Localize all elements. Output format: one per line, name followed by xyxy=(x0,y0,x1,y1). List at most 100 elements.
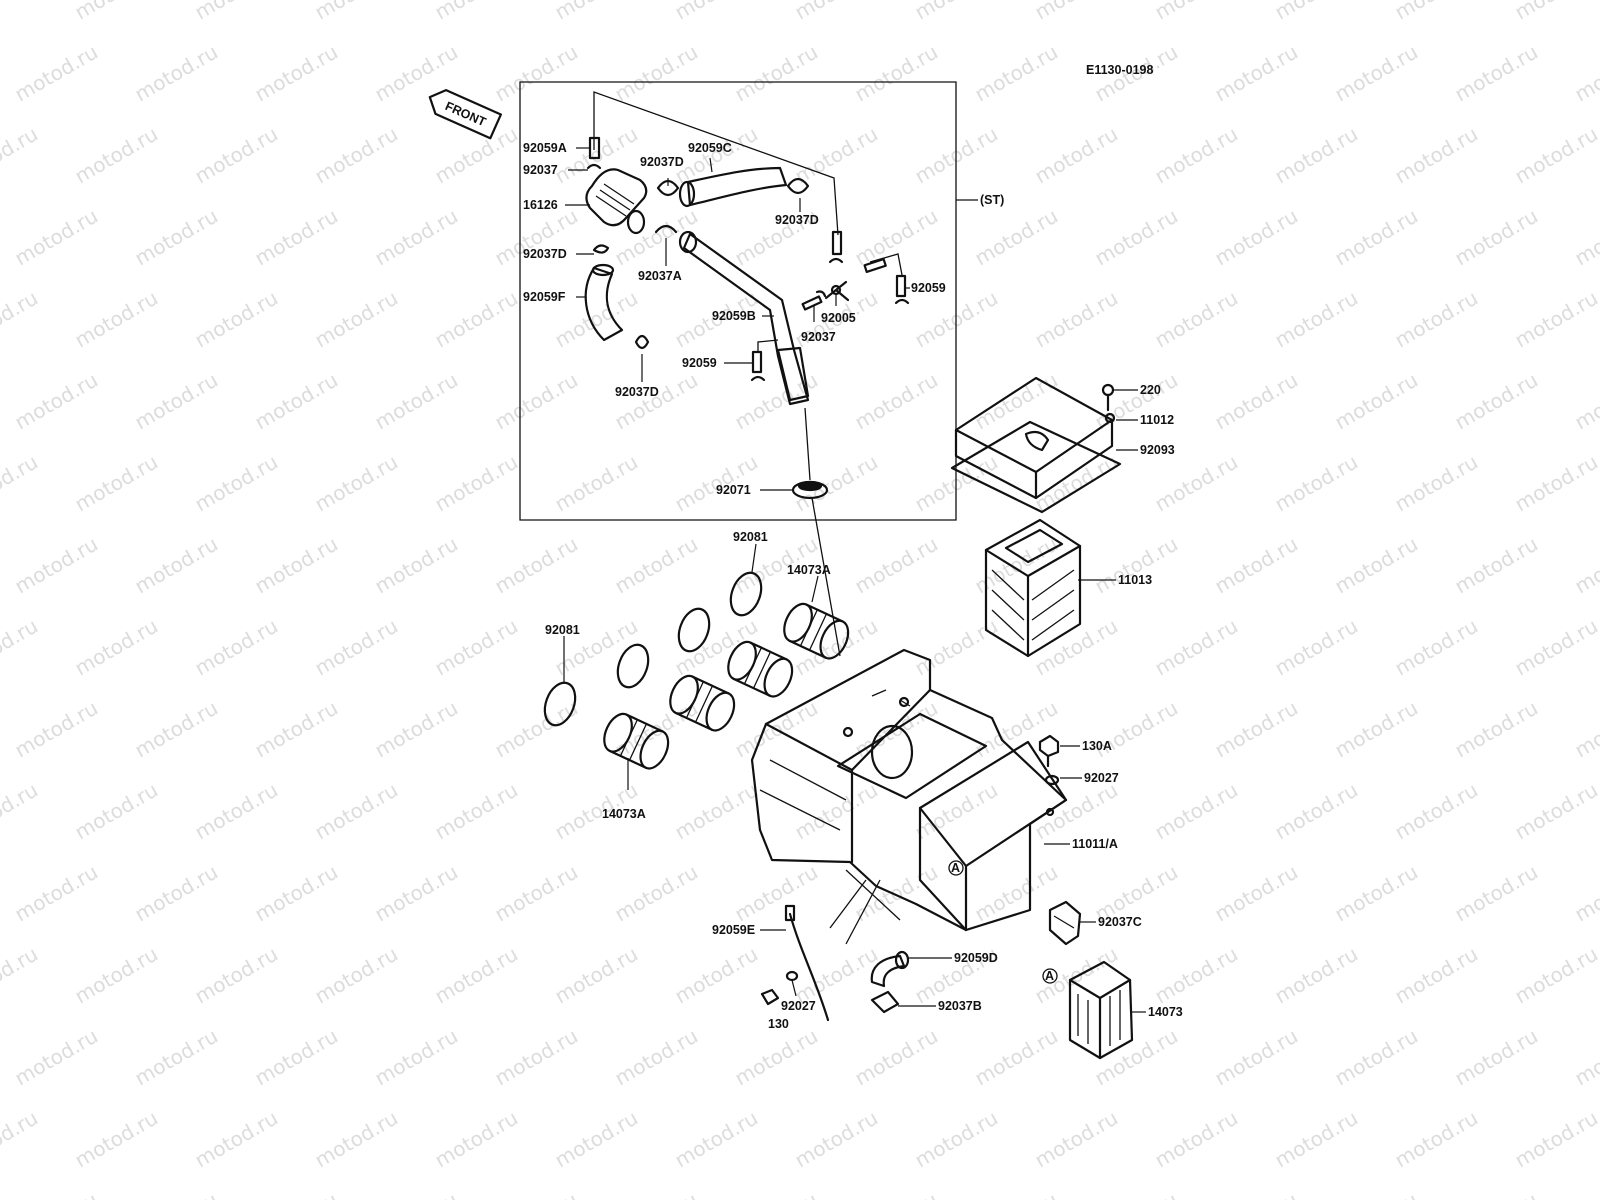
watermark-text: motod.ru xyxy=(1151,1106,1242,1173)
clip-small-a xyxy=(828,257,844,264)
watermark-text: motod.ru xyxy=(1271,286,1362,353)
watermark-text: motod.ru xyxy=(971,1188,1062,1200)
bolt-130 xyxy=(760,988,780,1006)
clip-92037D-c xyxy=(592,244,610,254)
watermark-text: motod.ru xyxy=(1391,0,1482,24)
label-92081-top: 92081 xyxy=(733,530,768,544)
watermark-text: motod.ru xyxy=(71,122,162,189)
watermark-text: motod.ru xyxy=(1091,204,1182,271)
watermark-text: motod.ru xyxy=(311,450,402,517)
watermark-text: motod.ru xyxy=(791,778,882,845)
watermark-text: motod.ru xyxy=(851,368,942,435)
watermark-text: motod.ru xyxy=(431,942,522,1009)
watermark-text: motod.ru xyxy=(551,1106,642,1173)
watermark-text: motod.ru xyxy=(1451,1188,1542,1200)
watermark-text: motod.ru xyxy=(431,778,522,845)
duct-14073 xyxy=(1068,960,1134,1060)
watermark-text: motod.ru xyxy=(191,450,282,517)
watermark-text: motod.ru xyxy=(11,40,102,107)
watermark-text: motod.ru xyxy=(1571,368,1600,435)
circle-a-mark-duct xyxy=(1042,968,1058,984)
watermark-text: motod.ru xyxy=(251,1188,342,1200)
watermark-text: motod.ru xyxy=(671,614,762,681)
watermark-text: motod.ru xyxy=(611,532,702,599)
watermark-text: motod.ru xyxy=(1271,942,1362,1009)
watermark-text: motod.ru xyxy=(0,614,42,681)
watermark-text: motod.ru xyxy=(1211,368,1302,435)
label-92059C: 92059C xyxy=(688,141,732,155)
watermark-text: motod.ru xyxy=(191,614,282,681)
watermark-text: motod.ru xyxy=(611,368,702,435)
watermark-text: motod.ru xyxy=(851,532,942,599)
label-92059A: 92059A xyxy=(523,141,567,155)
pipe-small-b xyxy=(863,257,887,273)
watermark-text: motod.ru xyxy=(491,1188,582,1200)
watermark-text: motod.ru xyxy=(491,40,582,107)
watermark-text: motod.ru xyxy=(851,1188,942,1200)
watermark-text: motod.ru xyxy=(611,1188,702,1200)
watermark-text: motod.ru xyxy=(11,1024,102,1091)
st-label: (ST) xyxy=(980,193,1004,207)
watermark-text: motod.ru xyxy=(1031,286,1122,353)
watermark-text: motod.ru xyxy=(791,1106,882,1173)
watermark-text: motod.ru xyxy=(911,614,1002,681)
watermark-text: motod.ru xyxy=(1031,1106,1122,1173)
airbox-11011A: A xyxy=(750,648,1068,932)
label-11011A: 11011/A xyxy=(1072,837,1118,851)
watermark-text: motod.ru xyxy=(1391,614,1482,681)
watermark-text: motod.ru xyxy=(311,614,402,681)
watermark-text: motod.ru xyxy=(1511,614,1600,681)
watermark-text: motod.ru xyxy=(1511,942,1600,1009)
watermark-text: motod.ru xyxy=(491,368,582,435)
watermark-text: motod.ru xyxy=(311,778,402,845)
watermark-text: motod.ru xyxy=(1571,696,1600,763)
watermark-text: motod.ru xyxy=(191,286,282,353)
diagram-code: E1130-0198 xyxy=(1086,63,1153,77)
watermark-text: motod.ru xyxy=(311,0,402,24)
watermark-text: motod.ru xyxy=(1151,450,1242,517)
watermark-text: motod.ru xyxy=(71,286,162,353)
screw-220 xyxy=(1101,383,1116,424)
orings-92081 xyxy=(543,571,763,727)
gasket-92093 xyxy=(950,420,1122,514)
watermark-text: motod.ru xyxy=(1211,532,1302,599)
watermark-text: motod.ru xyxy=(0,942,42,1009)
st-kit-box xyxy=(519,81,957,521)
watermark-text: motod.ru xyxy=(131,204,222,271)
watermark-text: motod.ru xyxy=(491,860,582,927)
watermark-text: motod.ru xyxy=(671,122,762,189)
hose-92059E xyxy=(788,912,830,1022)
watermark-text: motod.ru xyxy=(371,860,462,927)
watermark-text: motod.ru xyxy=(191,778,282,845)
watermark-text: motod.ru xyxy=(1091,532,1182,599)
watermark-text: motod.ru xyxy=(71,450,162,517)
watermark-text: motod.ru xyxy=(11,368,102,435)
pipe-small-a xyxy=(831,230,843,256)
part-labels: 92059A 92037 92037D 92059C 16126 92037D … xyxy=(523,141,1183,1031)
watermark-text: motod.ru xyxy=(1151,0,1242,24)
cover-11012 xyxy=(954,376,1114,500)
watermark-text: motod.ru xyxy=(11,860,102,927)
watermark-text: motod.ru xyxy=(131,1024,222,1091)
watermark-text: motod.ru xyxy=(1091,1188,1182,1200)
watermark-text: motod.ru xyxy=(131,40,222,107)
watermark-text: motod.ru xyxy=(431,450,522,517)
watermark-text: motod.ru xyxy=(1331,204,1422,271)
watermark-text: motod.ru xyxy=(1511,1106,1600,1173)
clip-92037-top xyxy=(586,163,602,170)
label-92093: 92093 xyxy=(1140,443,1175,457)
watermark-text: motod.ru xyxy=(1211,204,1302,271)
label-130: 130 xyxy=(768,1017,789,1031)
hose-92059B xyxy=(682,232,810,406)
watermark-text: motod.ru xyxy=(131,1188,222,1200)
hose-92059E-end xyxy=(784,904,796,922)
watermark-text: motod.ru xyxy=(1391,778,1482,845)
watermark-text: motod.ru xyxy=(431,614,522,681)
watermark-text: motod.ru xyxy=(1511,450,1600,517)
hose-92059C xyxy=(686,166,788,207)
watermark-text: motod.ru xyxy=(1271,122,1362,189)
label-92037D-2: 92037D xyxy=(775,213,819,227)
label-92059E: 92059E xyxy=(712,923,755,937)
watermark-text: motod.ru xyxy=(251,204,342,271)
watermark-text: motod.ru xyxy=(371,696,462,763)
